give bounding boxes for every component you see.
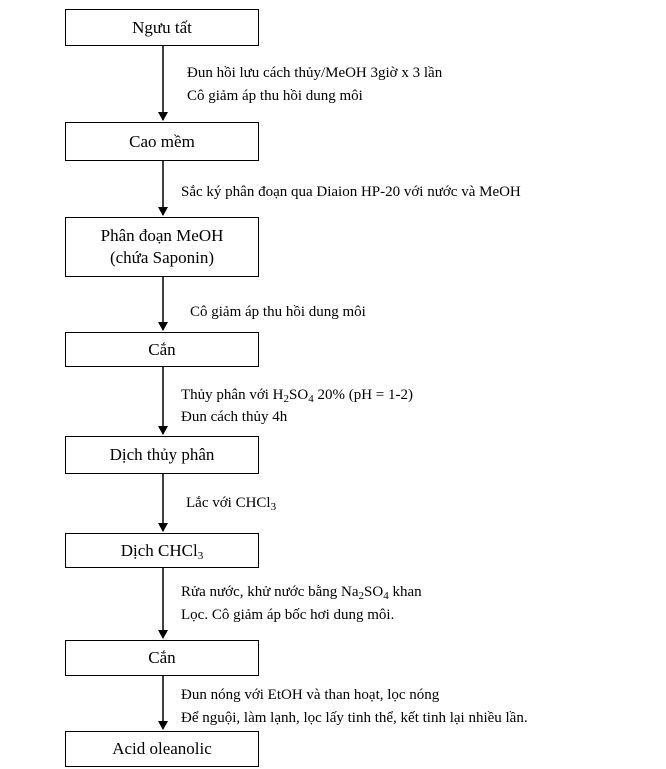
note-5: Lắc với CHCl3 bbox=[186, 493, 276, 513]
note-line: Lắc với CHCl3 bbox=[186, 495, 277, 513]
note-line: Lọc. Cô giảm áp bốc hơi dung môi. bbox=[181, 607, 395, 623]
step-phan-doan-meoh-box: Phân đoạn MeOH (chứa Saponin) bbox=[65, 217, 259, 277]
step-label: Dịch thủy phân bbox=[109, 445, 215, 464]
step-label: Cắn bbox=[148, 339, 176, 359]
step-label-line2: (chứa Saponin) bbox=[109, 248, 215, 267]
note-line: Cô giảm áp thu hồi dung môi bbox=[187, 88, 363, 104]
note-line: Để nguội, làm lạnh, lọc lấy tinh thể, kế… bbox=[181, 710, 528, 726]
step-can-1-box: Cắn bbox=[65, 332, 259, 367]
step-label: Ngưu tất bbox=[132, 17, 192, 37]
step-label: Cao mềm bbox=[129, 131, 195, 151]
note-line: Đun hồi lưu cách thủy/MeOH 3giờ x 3 lần bbox=[187, 65, 443, 81]
step-label: Acid oleanolic bbox=[112, 739, 212, 758]
note-3: Cô giảm áp thu hồi dung môi bbox=[190, 302, 366, 322]
note-2: Sắc ký phân đoạn qua Diaion HP-20 với nư… bbox=[181, 182, 521, 202]
note-6: Rửa nước, khử nước bằng Na2SO4 khan Lọc.… bbox=[181, 582, 422, 625]
step-label: Cắn bbox=[148, 648, 176, 667]
step-dich-thuy-phan-box: Dịch thủy phân bbox=[65, 436, 259, 474]
step-acid-oleanolic-box: Acid oleanolic bbox=[65, 731, 259, 767]
step-ngưu-tat-box: Ngưu tất bbox=[65, 9, 259, 46]
note-7: Đun nóng với EtOH và than hoạt, lọc nóng… bbox=[181, 685, 528, 728]
step-can-2-box: Cắn bbox=[65, 640, 259, 676]
note-line: Cô giảm áp thu hồi dung môi bbox=[190, 304, 366, 320]
note-line: Đun cách thủy 4h bbox=[181, 409, 288, 425]
note-line: Rửa nước, khử nước bằng Na2SO4 khan bbox=[181, 584, 422, 602]
step-label-line1: Phân đoạn MeOH bbox=[100, 226, 224, 245]
note-line: Sắc ký phân đoạn qua Diaion HP-20 với nư… bbox=[181, 184, 521, 200]
step-dich-chcl3-box: Dịch CHCl3 bbox=[65, 533, 259, 568]
step-label: Dịch CHCl3 bbox=[120, 540, 204, 562]
step-cao-mem-box: Cao mềm bbox=[65, 122, 259, 161]
note-line: Đun nóng với EtOH và than hoạt, lọc nóng bbox=[181, 687, 440, 703]
note-4: Thủy phân với H2SO4 20% (pH = 1-2) Đun c… bbox=[181, 385, 413, 427]
note-1: Đun hồi lưu cách thủy/MeOH 3giờ x 3 lần … bbox=[187, 63, 442, 106]
note-line: Thủy phân với H2SO4 20% (pH = 1-2) bbox=[181, 387, 413, 405]
